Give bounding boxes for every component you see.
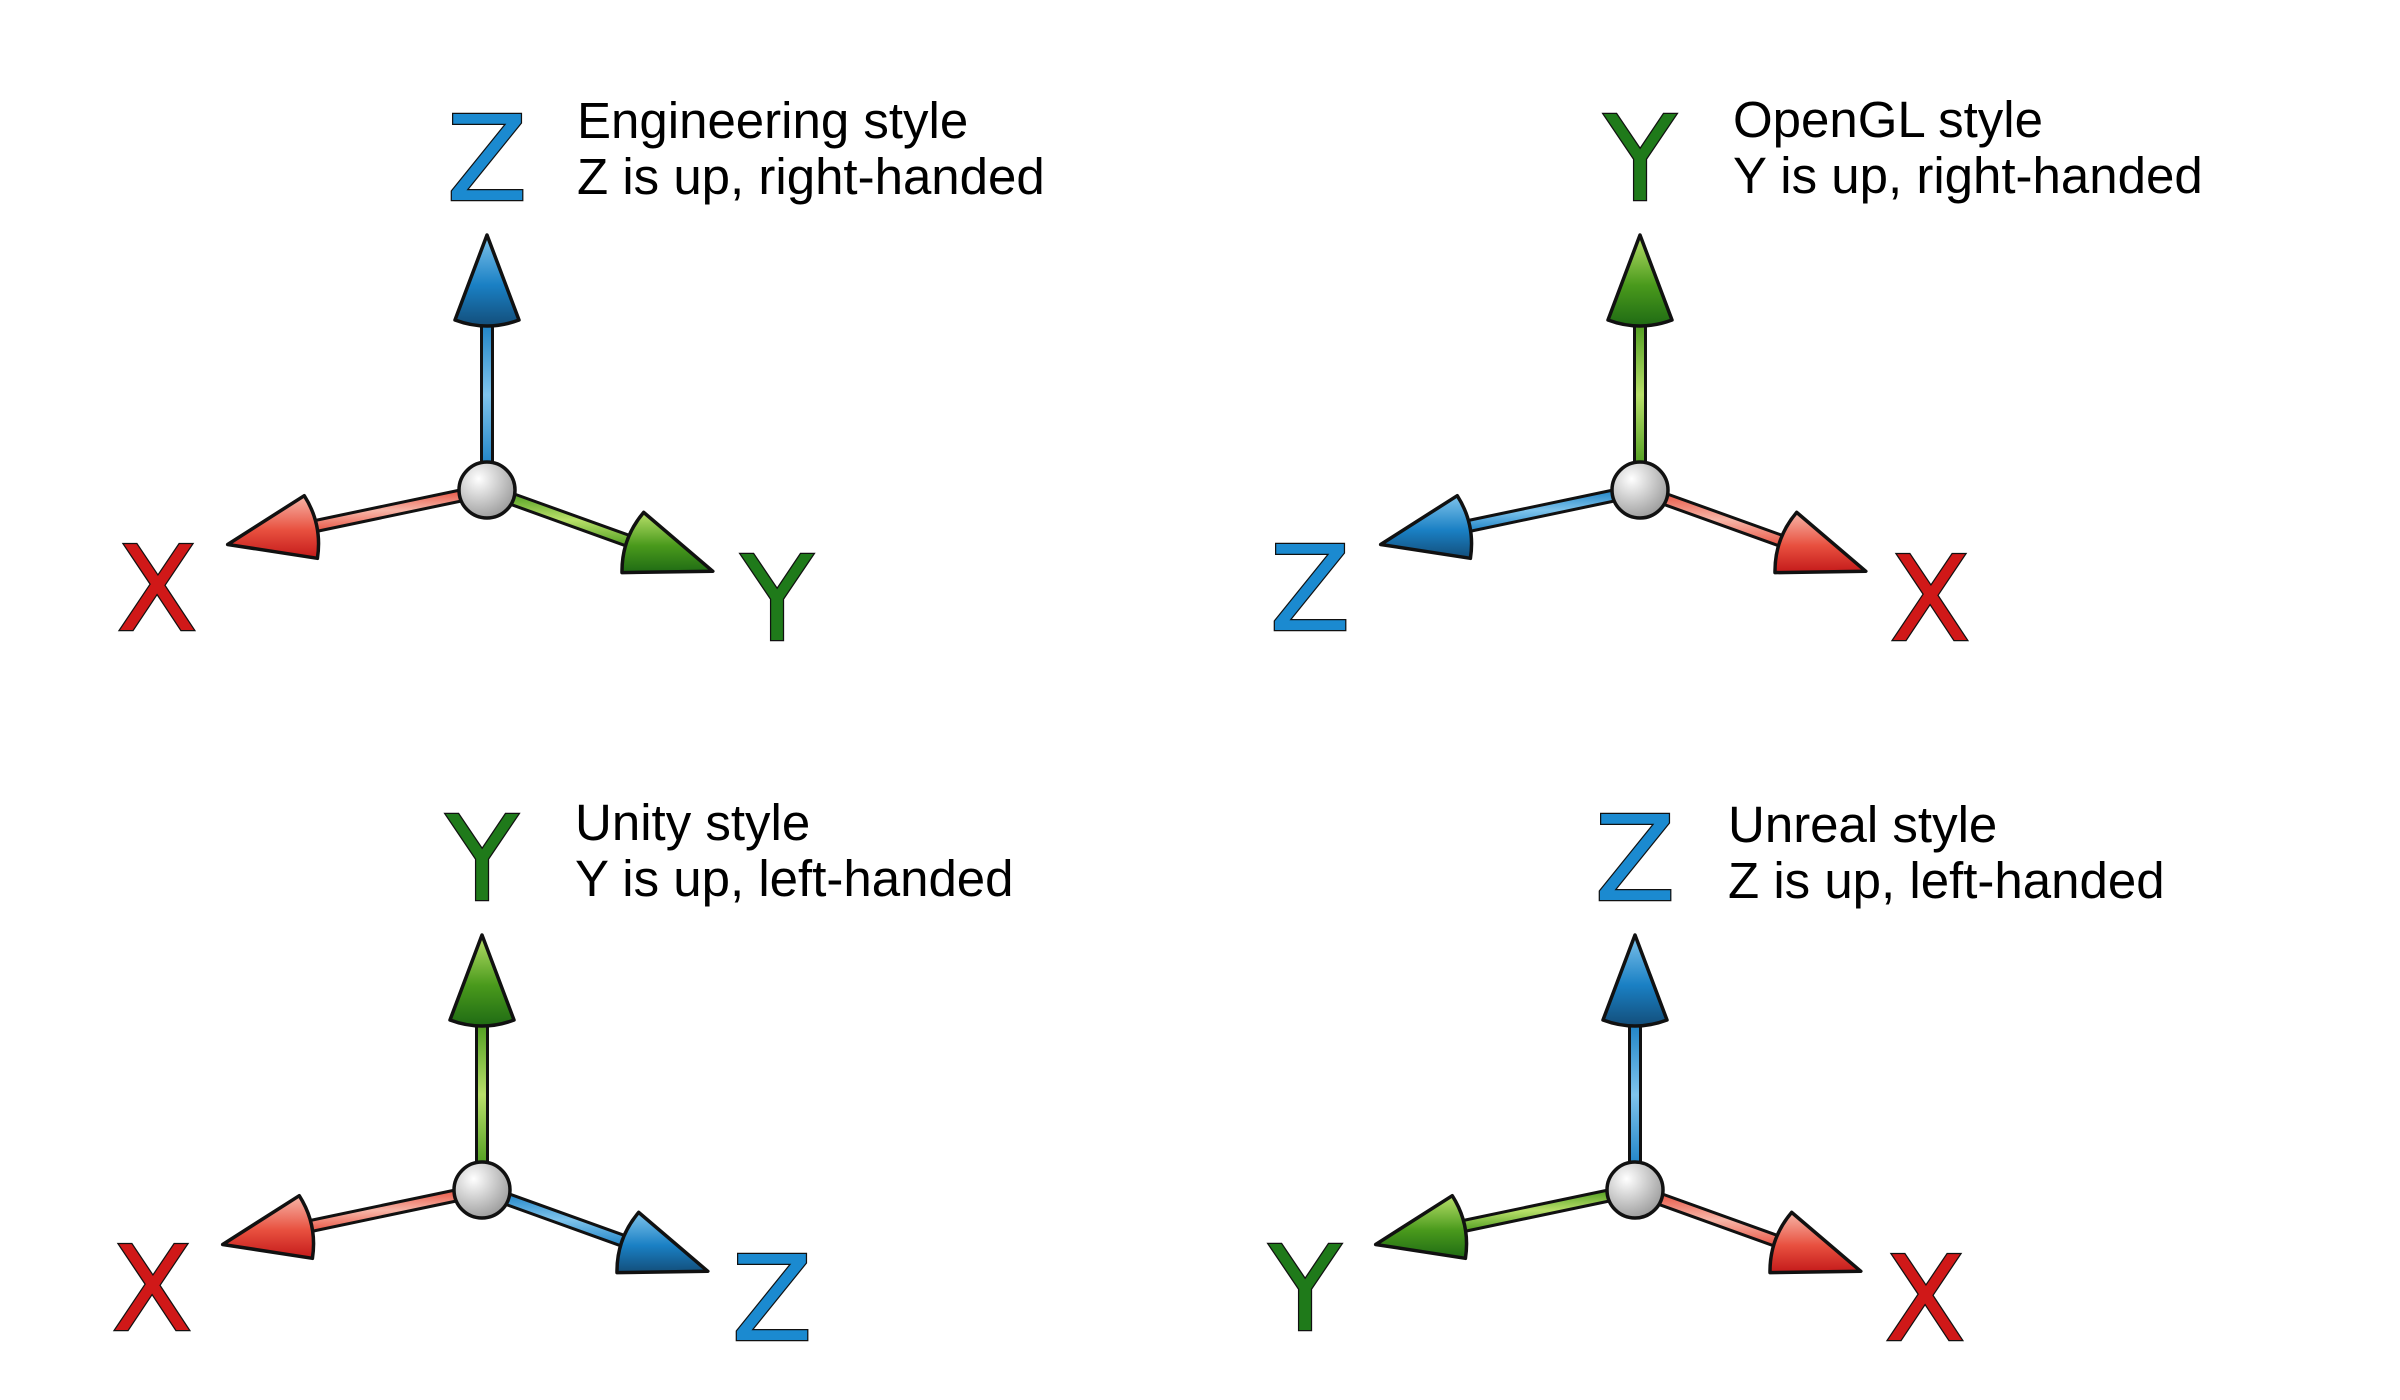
axis-label-z: Z (732, 1230, 813, 1368)
axis-x-arrow (225, 487, 471, 561)
origin-sphere (452, 1160, 512, 1220)
axis-label-y: Y (445, 790, 519, 928)
origin-sphere (457, 460, 517, 520)
origin-sphere (1610, 460, 1670, 520)
axis-y-arrow (1606, 233, 1674, 472)
style-subtitle: Z is up, right-handed (577, 148, 1045, 205)
axis-label-x: X (1885, 1230, 1966, 1368)
axis-label-x: X (1890, 530, 1971, 668)
style-title: Engineering style (577, 92, 968, 149)
style-subtitle: Z is up, left-handed (1728, 852, 2165, 909)
axis-x-arrow (1650, 1190, 1863, 1275)
axis-z-arrow (497, 1190, 710, 1275)
axis-label-x: X (117, 520, 198, 658)
style-subtitle: Y is up, left-handed (575, 850, 1014, 907)
axis-label-x: X (112, 1220, 193, 1358)
style-title: Unity style (575, 794, 810, 851)
style-title: Unreal style (1728, 796, 1997, 853)
axis-y-arrow (448, 933, 516, 1172)
axis-z-arrow (1601, 933, 1669, 1172)
axis-label-y: Y (740, 530, 814, 668)
axis-z-arrow (453, 233, 521, 472)
axis-x-arrow (220, 1187, 466, 1261)
style-subtitle: Y is up, right-handed (1733, 147, 2203, 204)
axis-y-arrow (1373, 1187, 1619, 1261)
axis-z-arrow (1378, 487, 1624, 561)
axis-y-arrow (502, 490, 715, 575)
axis-label-z: Z (1595, 790, 1676, 928)
style-title: OpenGL style (1733, 91, 2043, 148)
axis-label-y: Y (1268, 1220, 1342, 1358)
axis-label-z: Z (447, 90, 528, 228)
axis-x-arrow (1655, 490, 1868, 575)
origin-sphere (1605, 1160, 1665, 1220)
axis-label-y: Y (1603, 90, 1677, 228)
axis-label-z: Z (1270, 520, 1351, 658)
